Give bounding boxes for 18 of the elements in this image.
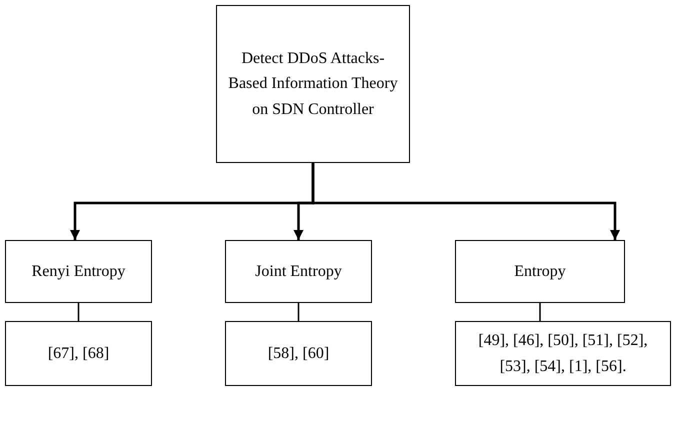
box-label: [58], [60] <box>268 344 330 364</box>
root-box <box>216 5 410 163</box>
box-label: [49], [46], [50], [51], [52], [53], [54], [1], [56]. <box>477 330 649 376</box>
box-label: Joint Entropy <box>255 262 342 282</box>
connector-line <box>78 303 80 321</box>
box-label: [67], [68] <box>48 344 110 364</box>
box-label: Entropy <box>514 262 566 282</box>
method-box <box>455 240 625 303</box>
connector-line <box>539 303 541 321</box>
reference-box <box>225 321 372 386</box>
reference-box <box>5 321 152 386</box>
arrow <box>312 163 620 240</box>
connector-line <box>298 303 300 321</box>
box-label: Detect DDoS Attacks- Based Information Theory on SDN Controller <box>227 48 399 120</box>
method-box <box>5 240 152 303</box>
box-label: Renyi Entropy <box>32 262 126 282</box>
method-box <box>225 240 372 303</box>
reference-box <box>455 321 671 386</box>
